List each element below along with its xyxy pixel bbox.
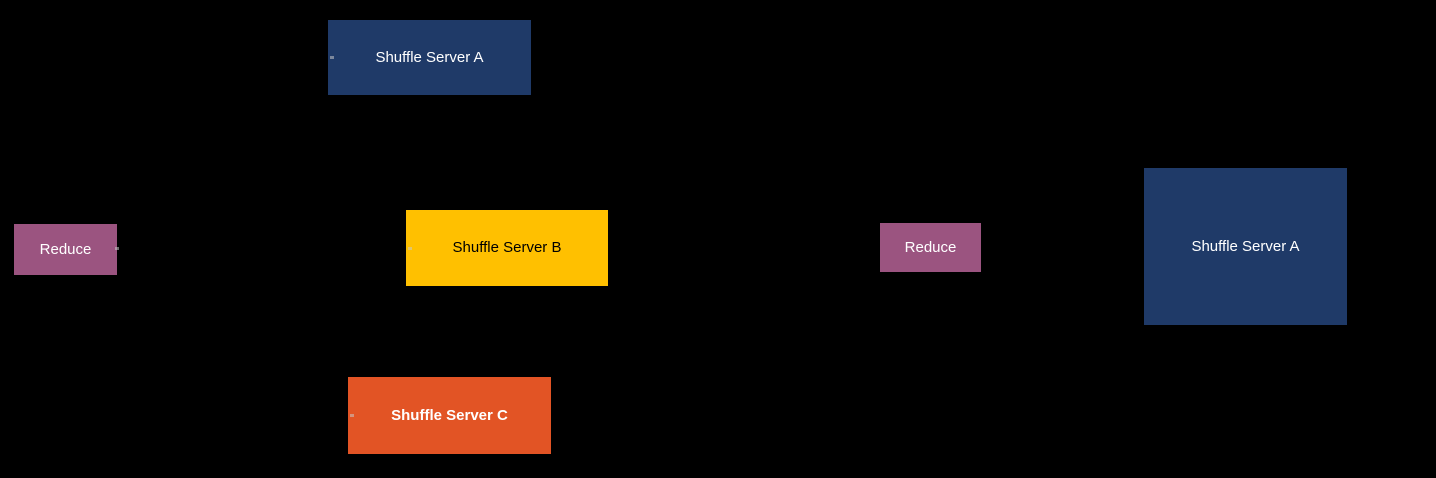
node-reduce-right[interactable]: Reduce — [880, 223, 981, 272]
edge-stub-icon — [115, 247, 119, 250]
node-shuffle-server-b[interactable]: Shuffle Server B — [406, 210, 608, 286]
node-shuffle-server-a-top[interactable]: Shuffle Server A — [328, 20, 531, 95]
node-label: Reduce — [39, 240, 92, 258]
node-reduce-left[interactable]: Reduce — [14, 224, 117, 275]
node-label: Shuffle Server B — [452, 239, 562, 256]
edge-stub-icon — [330, 56, 334, 59]
node-label: Shuffle Server A — [375, 48, 484, 66]
edge-stub-icon — [408, 247, 412, 250]
node-label: Reduce — [904, 238, 957, 256]
edge-stub-icon — [350, 414, 354, 417]
node-shuffle-server-a-right[interactable]: Shuffle Server A — [1144, 168, 1347, 325]
node-label: Shuffle Server A — [1191, 237, 1300, 255]
node-shuffle-server-c[interactable]: Shuffle Server C — [348, 377, 551, 454]
node-label: Shuffle Server C — [391, 406, 508, 424]
